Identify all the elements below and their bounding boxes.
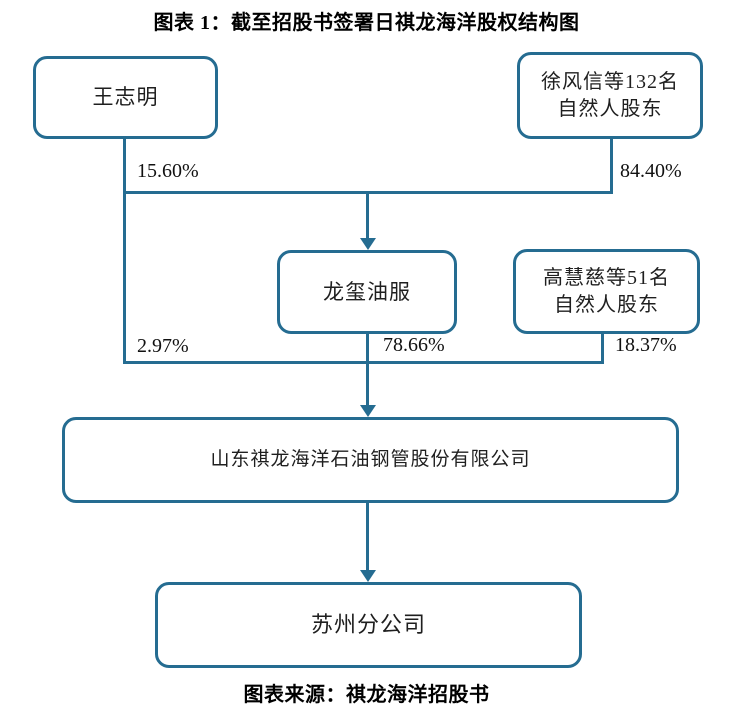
node-qilong-marine-company: 山东祺龙海洋石油钢管股份有限公司: [62, 417, 679, 503]
connector-to-longxi-stem: [366, 193, 369, 239]
figure-title: 图表 1：截至招股书签署日祺龙海洋股权结构图: [153, 12, 580, 34]
node-longxi-oilfield-services: 龙玺油服: [277, 250, 457, 334]
node-gao-huici-shareholders: 高慧慈等51名 自然人股东: [513, 249, 700, 334]
source-caption: 图表来源：祺龙海洋招股书: [243, 684, 490, 706]
edge-label-longxi-to-company: 78.66%: [383, 334, 445, 356]
arrowhead-down-icon: [360, 570, 376, 582]
connector-mid-horizontal: [123, 361, 604, 364]
edge-label-wang-to-company: 2.97%: [137, 335, 189, 357]
node-xu-fengxin-shareholders: 徐风信等132名 自然人股东: [517, 52, 703, 139]
connector-xu-vertical: [610, 137, 613, 194]
edge-label-gao-to-company: 18.37%: [615, 334, 677, 356]
connector-to-branch-stem: [366, 502, 369, 571]
connector-top-horizontal: [123, 191, 613, 194]
node-suzhou-branch: 苏州分公司: [155, 582, 582, 668]
arrowhead-down-icon: [360, 405, 376, 417]
connector-wang-vertical: [123, 137, 126, 364]
edge-label-wang-to-longxi: 15.60%: [137, 160, 199, 182]
connector-longxi-vertical: [366, 332, 369, 406]
connector-gao-vertical: [601, 332, 604, 364]
edge-label-xu-to-longxi: 84.40%: [620, 160, 682, 182]
arrowhead-down-icon: [360, 238, 376, 250]
node-wang-zhiming: 王志明: [33, 56, 218, 139]
